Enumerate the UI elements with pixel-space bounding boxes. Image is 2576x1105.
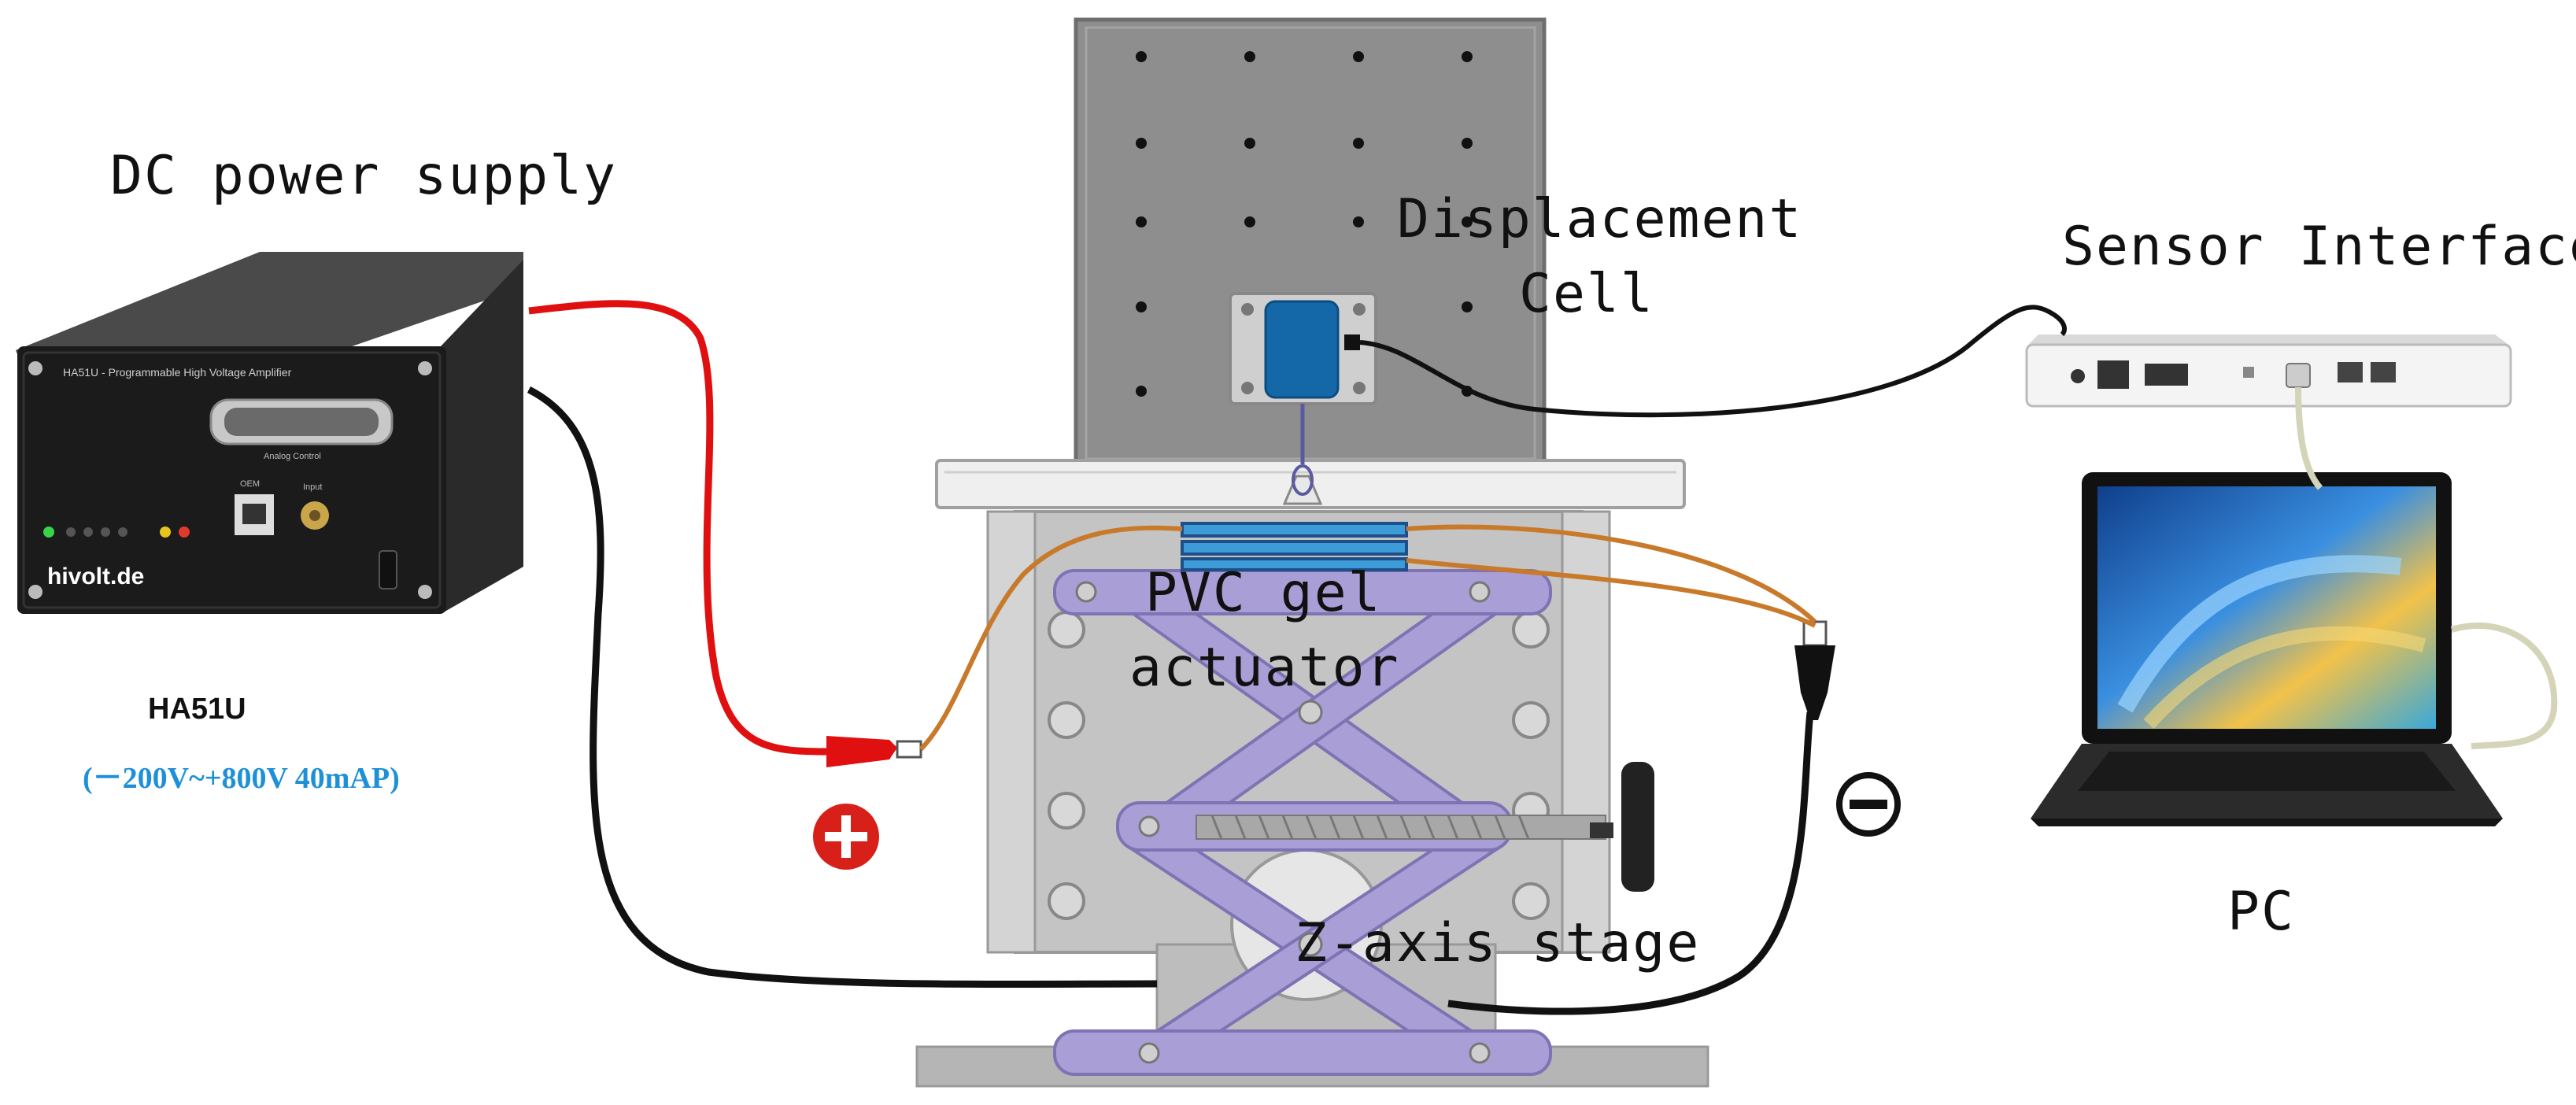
load-cell bbox=[1229, 292, 1377, 505]
laptop-pc bbox=[2031, 472, 2503, 826]
plus-symbol-icon bbox=[813, 804, 879, 870]
device-input-label: Input bbox=[303, 482, 322, 492]
voltage-range-label: (－200V~+800V 40mAP) bbox=[83, 762, 400, 795]
positive-clip bbox=[826, 736, 922, 767]
z-axis-stage-label: Z-axis stage bbox=[1295, 912, 1701, 974]
minus-symbol-icon bbox=[1836, 772, 1901, 837]
actuator-wire-1 bbox=[918, 525, 1183, 752]
pc-label: PC bbox=[2227, 881, 2295, 943]
actuator-wire-3 bbox=[1406, 558, 1817, 628]
actuator-label: actuator bbox=[1129, 637, 1400, 699]
negative-return-wire bbox=[1447, 711, 1814, 1015]
z-axis-stage bbox=[915, 510, 1709, 1088]
dc-power-supply-device: HA51U - Programmable High Voltage Amplif… bbox=[16, 252, 523, 614]
displacement-label: Displacement bbox=[1397, 188, 1803, 250]
positive-lead-wire bbox=[528, 300, 827, 756]
dc-power-supply-label: DC power supply bbox=[110, 145, 618, 207]
model-label: HA51U bbox=[148, 693, 246, 726]
negative-clip bbox=[1794, 620, 1835, 720]
device-analog-control: Analog Control bbox=[264, 452, 321, 461]
cell-label: Cell bbox=[1519, 263, 1654, 325]
pvc-gel-label: PVC gel bbox=[1145, 562, 1382, 624]
device-brand: hivolt.de bbox=[47, 564, 144, 589]
sensor-cable bbox=[1359, 305, 2067, 418]
device-oem-label: OEM bbox=[240, 479, 260, 489]
negative-lead-wire bbox=[527, 386, 1158, 989]
laptop-usb-cable bbox=[2450, 622, 2558, 749]
sensor-interface-label: Sensor Interface bbox=[2062, 216, 2576, 278]
device-panel-title: HA51U - Programmable High Voltage Amplif… bbox=[63, 366, 292, 379]
usb-cable bbox=[2295, 386, 2323, 490]
actuator-wire-2 bbox=[1406, 524, 1817, 624]
sensor-interface-device bbox=[2025, 334, 2512, 408]
pvc-gel-actuator bbox=[1181, 522, 1408, 571]
